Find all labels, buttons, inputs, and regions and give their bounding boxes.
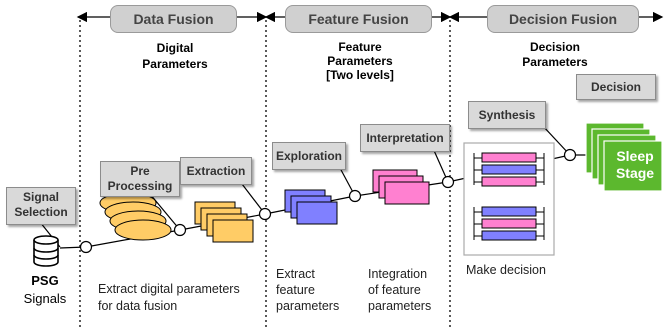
node-4 <box>348 189 362 203</box>
connector-extraction <box>241 183 266 215</box>
sleep-stage-stack <box>585 122 663 192</box>
raw-signal-ellipses <box>99 192 172 241</box>
stage-feature-fusion: Feature Fusion <box>285 5 432 33</box>
interpreted-parameter-rects <box>372 169 430 205</box>
make-decision-description: Make decision <box>466 263 546 277</box>
connector-synthesis <box>541 124 571 156</box>
interpretation-box: Interpretation <box>360 124 450 152</box>
database-icon <box>33 235 59 267</box>
stage-data-fusion: Data Fusion <box>110 5 237 33</box>
exploration-box: Exploration <box>272 142 346 170</box>
extraction-box: Extraction <box>180 157 252 185</box>
synthesis-box: Synthesis <box>468 101 546 129</box>
synthesis-panel <box>463 142 555 256</box>
feature-parameter-rects <box>284 189 338 225</box>
node-3 <box>258 207 272 221</box>
digital-parameter-rects <box>194 201 254 243</box>
node-2 <box>173 223 187 237</box>
node-6 <box>563 148 577 162</box>
stage-decision-fusion: Decision Fusion <box>487 5 639 33</box>
decision-box: Decision <box>576 74 656 100</box>
node-5 <box>441 175 455 189</box>
connector-interpretation <box>431 145 449 183</box>
node-1 <box>79 240 93 254</box>
